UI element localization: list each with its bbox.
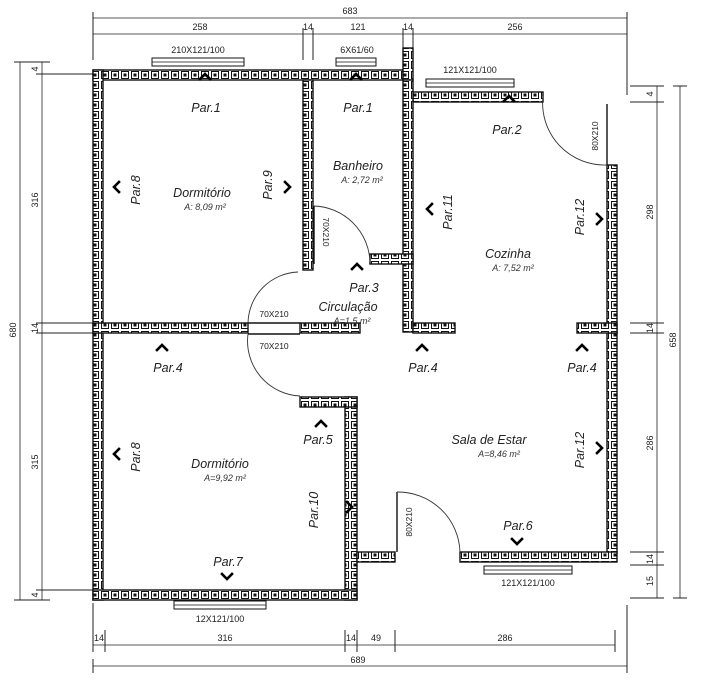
dim-left-4: 315 bbox=[30, 454, 40, 469]
wall-label: Par.8 bbox=[129, 175, 143, 204]
room-area: A=9,92 m² bbox=[203, 473, 247, 483]
window-labels: 210X121/100 6X61/60 121X121/100 12X121/1… bbox=[171, 45, 555, 624]
wall-arrow-icon bbox=[112, 447, 121, 461]
dim-bottom-total: 689 bbox=[350, 655, 365, 665]
wall-arrow-icon bbox=[510, 537, 524, 546]
dim-top-4: 14 bbox=[403, 22, 413, 32]
room-name: Dormitório bbox=[191, 457, 249, 471]
room-area: A: 2,72 m² bbox=[340, 175, 384, 185]
dim-right-2: 298 bbox=[645, 204, 655, 219]
wall-label: Par.2 bbox=[492, 123, 521, 137]
wall-labels: Par.1 Par.1 Par.2 Par.8 Par.9 Par.11 Par… bbox=[112, 72, 604, 581]
dim-right-total: 658 bbox=[668, 332, 678, 347]
wall-arrow-icon bbox=[349, 72, 363, 81]
wall-label: Par.8 bbox=[129, 442, 143, 471]
window-label: 6X61/60 bbox=[340, 45, 374, 55]
wall-label: Par.12 bbox=[573, 432, 587, 468]
wall-label: Par.7 bbox=[213, 555, 243, 569]
wall-arrow-icon bbox=[283, 180, 292, 194]
room-area: A: 8,09 m² bbox=[183, 202, 227, 212]
wall-arrow-icon bbox=[345, 500, 354, 514]
room-area: A=1,5 m² bbox=[333, 316, 372, 326]
room-area: A=8,46 m² bbox=[477, 449, 521, 459]
room-name: Circulação bbox=[318, 300, 377, 314]
door-label: 70X210 bbox=[259, 341, 289, 351]
windows bbox=[151, 57, 573, 610]
dim-right-5: 14 bbox=[645, 554, 655, 564]
wall-arrow-icon bbox=[575, 343, 589, 352]
dim-bottom-1: 14 bbox=[94, 633, 104, 643]
wall-label: Par.1 bbox=[191, 101, 220, 115]
wall-arrow-icon bbox=[314, 419, 328, 428]
dim-right-4: 286 bbox=[645, 435, 655, 450]
dim-left-2: 316 bbox=[30, 192, 40, 207]
dim-top-total: 683 bbox=[342, 6, 357, 16]
wall-label: Par.11 bbox=[441, 194, 455, 229]
dim-bottom-2: 316 bbox=[217, 633, 232, 643]
dim-bottom-3: 14 bbox=[346, 633, 356, 643]
wall-arrow-icon bbox=[415, 343, 429, 352]
wall-arrow-icon bbox=[155, 343, 169, 352]
wall-arrow-icon bbox=[595, 441, 604, 455]
window-label: 210X121/100 bbox=[171, 45, 225, 55]
dimension-labels: 683 258 14 121 14 256 14 316 14 49 286 6… bbox=[8, 6, 678, 665]
door-labels: 70X210 70X210 70X210 80X210 80X210 bbox=[259, 121, 600, 537]
wall-arrow-icon bbox=[425, 202, 434, 216]
wall-arrow-icon bbox=[595, 212, 604, 226]
wall-label: Par.12 bbox=[573, 199, 587, 235]
dim-bottom-5: 286 bbox=[497, 633, 512, 643]
wall-arrow-icon bbox=[350, 262, 364, 271]
doors bbox=[247, 95, 608, 553]
door-label: 70X210 bbox=[321, 217, 331, 247]
dim-left-1: 4 bbox=[30, 66, 40, 71]
door-label: 70X210 bbox=[259, 309, 289, 319]
dim-right-6: 15 bbox=[645, 576, 655, 586]
dim-left-5: 4 bbox=[30, 592, 40, 597]
wall-label: Par.5 bbox=[303, 433, 332, 447]
walls bbox=[92, 47, 618, 601]
dim-right-1: 4 bbox=[645, 91, 655, 96]
wall-arrow-icon bbox=[220, 572, 234, 581]
dim-bottom-4: 49 bbox=[371, 633, 381, 643]
wall-label: Par.1 bbox=[343, 101, 372, 115]
wall-label: Par.4 bbox=[567, 361, 596, 375]
room-name: Dormitório bbox=[173, 186, 231, 200]
dim-right-3: 14 bbox=[645, 323, 655, 333]
dimension-lines bbox=[14, 12, 687, 673]
wall-label: Par.9 bbox=[261, 170, 275, 199]
window-label: 121X121/100 bbox=[501, 578, 555, 588]
room-name: Sala de Estar bbox=[451, 433, 527, 447]
dim-top-2: 14 bbox=[303, 22, 313, 32]
wall-label: Par.10 bbox=[307, 492, 321, 528]
room-name: Banheiro bbox=[333, 159, 383, 173]
wall-label: Par.4 bbox=[153, 361, 182, 375]
dim-top-5: 256 bbox=[507, 22, 522, 32]
dim-top-3: 121 bbox=[350, 22, 365, 32]
room-area: A: 7,52 m² bbox=[491, 263, 535, 273]
dim-left-total: 680 bbox=[8, 322, 18, 337]
wall-arrow-icon bbox=[502, 94, 516, 103]
wall-arrow-icon bbox=[112, 180, 121, 194]
room-labels: Dormitório A: 8,09 m² Banheiro A: 2,72 m… bbox=[173, 159, 535, 483]
window-label: 121X121/100 bbox=[443, 65, 497, 75]
door-label: 80X210 bbox=[590, 121, 600, 151]
window-label: 12X121/100 bbox=[196, 614, 245, 624]
wall-label: Par.3 bbox=[349, 281, 378, 295]
room-name: Cozinha bbox=[485, 247, 531, 261]
door-label: 80X210 bbox=[404, 507, 414, 537]
wall-arrow-icon bbox=[198, 72, 212, 81]
wall-label: Par.6 bbox=[503, 519, 532, 533]
dim-left-3: 14 bbox=[30, 323, 40, 333]
dim-top-1: 258 bbox=[192, 22, 207, 32]
wall-label: Par.4 bbox=[408, 361, 437, 375]
